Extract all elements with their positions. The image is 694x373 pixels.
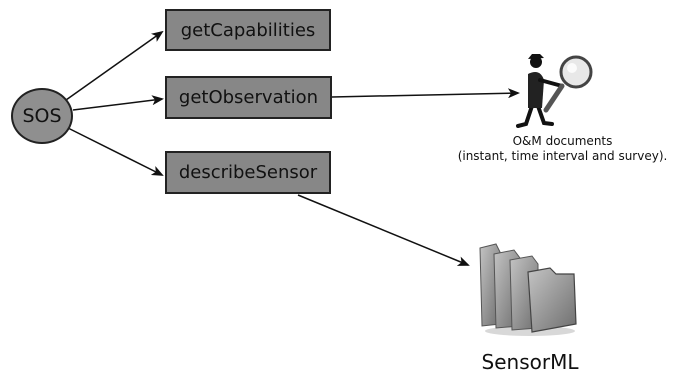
sos-node: SOS	[11, 88, 73, 144]
operation-label: getCapabilities	[180, 19, 316, 41]
operation-describesensor: describeSensor	[165, 151, 331, 194]
sos-node-label: SOS	[22, 105, 62, 127]
arrow-sos-to-getobservation	[72, 95, 164, 111]
arrow-getobservation-to-om	[331, 88, 520, 99]
magnifier-inspector-icon	[516, 54, 593, 128]
sensorml-label: SensorML	[481, 350, 579, 373]
om-caption-detail: (instant, time interval and survey).	[457, 149, 668, 163]
arrow-describesensor-to-sensorml	[297, 194, 470, 266]
arrow-sos-to-getcapabilities	[65, 30, 164, 101]
arrow-sos-to-describesensor	[67, 127, 164, 176]
om-caption-title: O&M documents	[512, 134, 613, 148]
folders-stack-icon	[479, 243, 577, 336]
operation-label: getObservation	[178, 87, 319, 108]
operation-label: describeSensor	[178, 162, 318, 183]
operation-getcapabilities: getCapabilities	[165, 9, 331, 51]
operation-getobservation: getObservation	[165, 76, 332, 119]
om-documents-caption: O&M documents (instant, time interval an…	[440, 134, 685, 164]
